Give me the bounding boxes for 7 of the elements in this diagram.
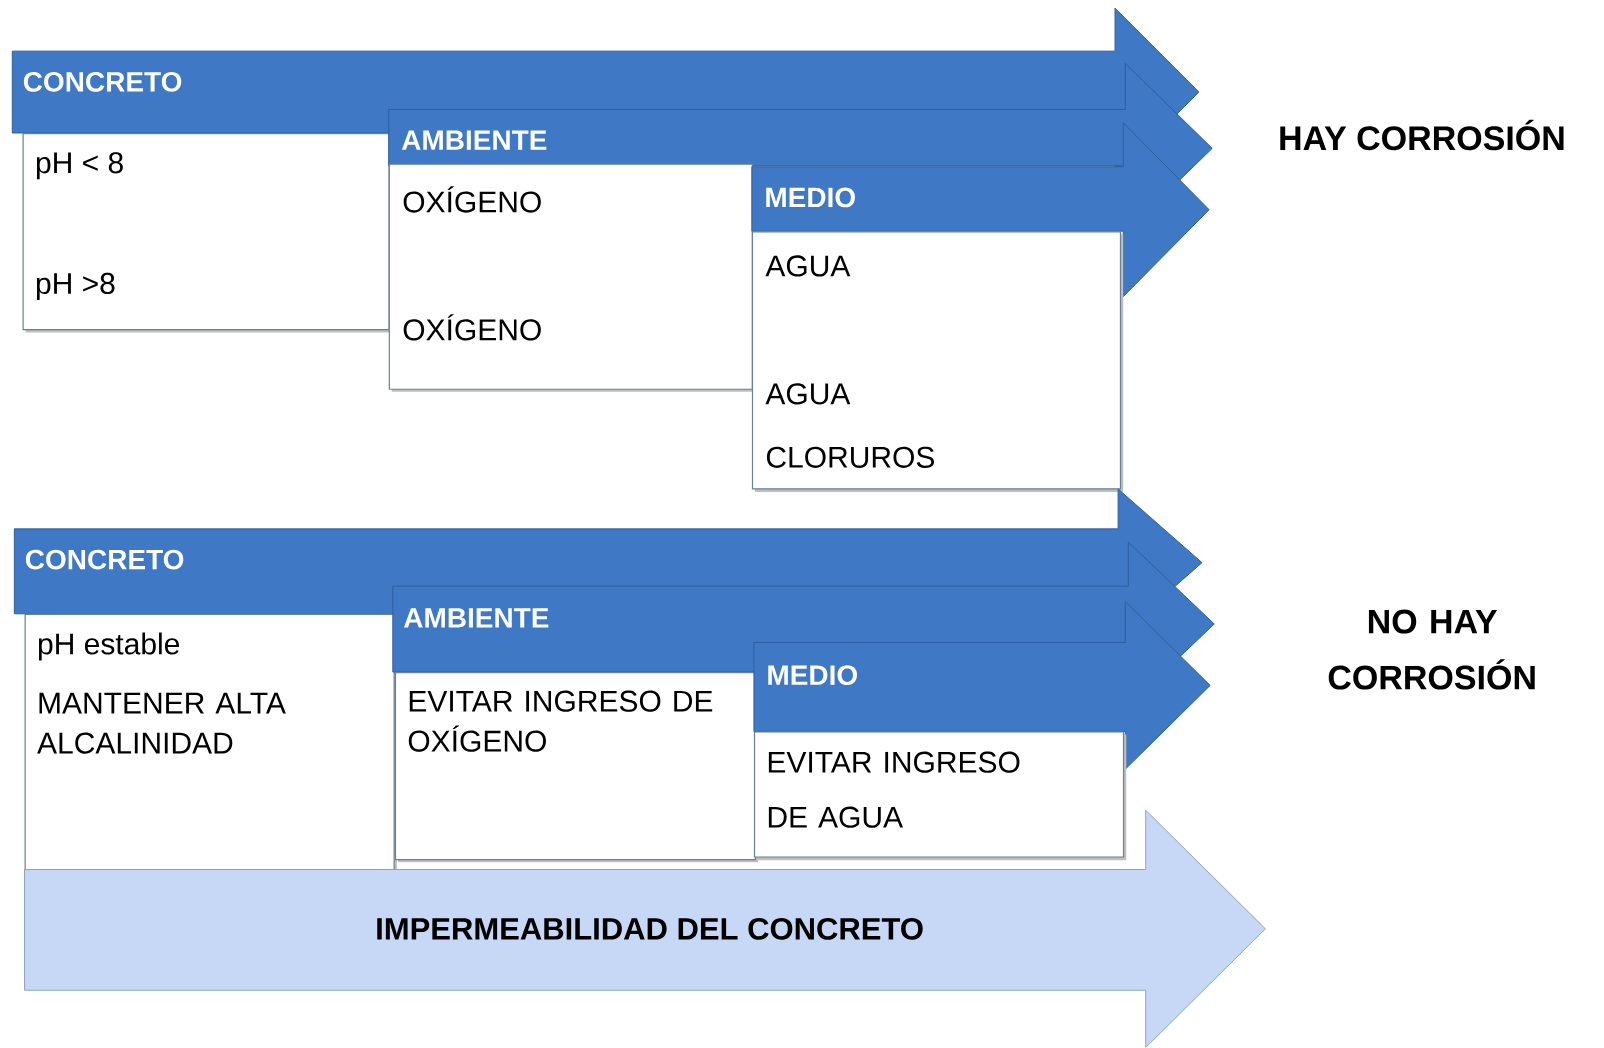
text-box: AGUA AGUA CLORUROS xyxy=(751,231,1124,493)
text-box: EVITAR INGRESO DE OXÍGENO xyxy=(394,672,758,863)
text-box: OXÍGENO OXÍGENO xyxy=(388,163,755,393)
result-label: NO HAY CORROSIÓN xyxy=(1328,609,1535,690)
text-box: pH < 8 pH >8 xyxy=(22,133,392,333)
result-label: HAY CORROSIÓN xyxy=(1280,120,1564,151)
text-box: EVITAR INGRESO DE AGUA xyxy=(753,731,1127,861)
